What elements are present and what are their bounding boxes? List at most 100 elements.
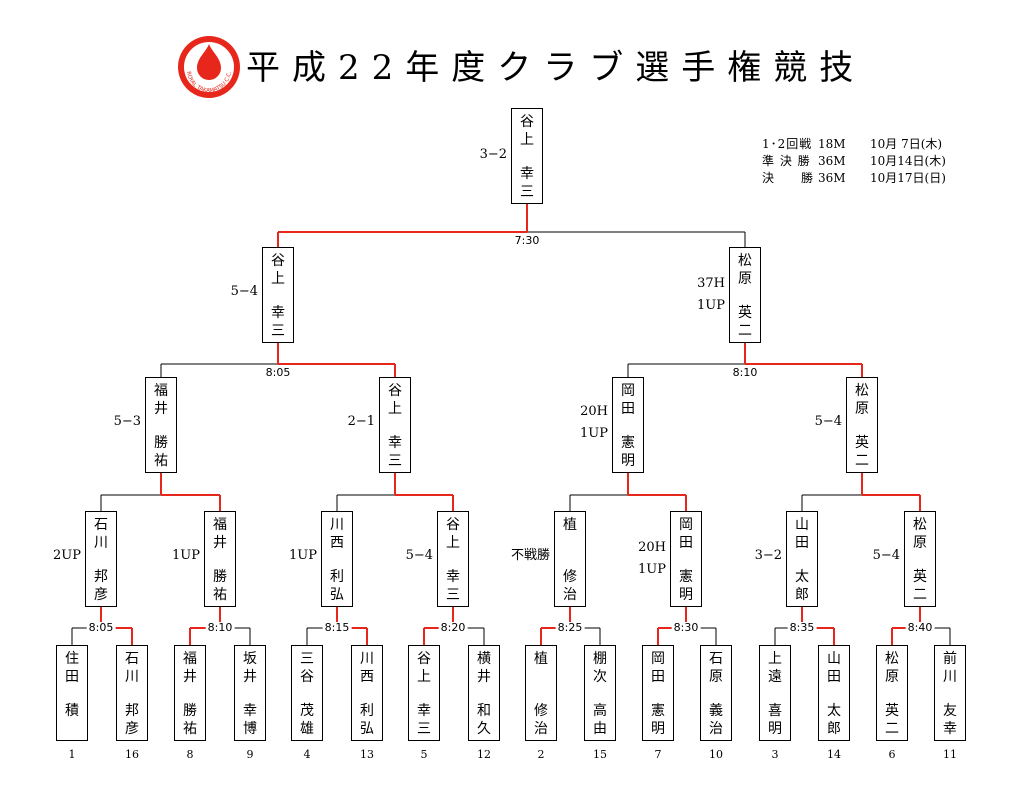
- schedule-date: 10月14日(木): [870, 154, 946, 168]
- seed-number: 12: [477, 748, 491, 761]
- given-name-char: 郎: [795, 587, 809, 603]
- family-name-char: 川: [125, 669, 139, 685]
- match-score: 2−1: [348, 413, 375, 431]
- family-name-char: 井: [183, 669, 197, 685]
- schedule-round: 決 勝: [762, 171, 815, 185]
- family-name-char: 西: [330, 535, 344, 551]
- match-score: 5−4: [406, 547, 433, 565]
- given-name-char: 幸: [243, 703, 257, 719]
- family-name-char: 田: [795, 535, 809, 551]
- tee-time: 8:35: [787, 621, 817, 634]
- score-line: 2UP: [53, 548, 81, 563]
- family-name-char: 井: [243, 669, 257, 685]
- player-box-quarterfinal: 岡田憲明: [670, 511, 702, 607]
- given-name-char: 修: [534, 703, 548, 719]
- schedule-holes: 36M: [818, 154, 846, 168]
- given-name-char: 祐: [154, 453, 168, 469]
- score-line: 37H: [697, 276, 725, 291]
- given-name-char: 二: [885, 721, 899, 737]
- player-box-semifinal: 松原英二: [846, 377, 878, 473]
- given-name-char: 三: [520, 184, 534, 200]
- score-line: 20H: [638, 540, 666, 555]
- seed-number: 13: [360, 748, 374, 761]
- family-name-char: 上: [768, 651, 782, 667]
- player-box-round1: 坂井幸博: [234, 645, 266, 741]
- given-name-char: 幸: [271, 305, 285, 321]
- schedule-round: 準 決 勝: [762, 154, 811, 168]
- tee-time: 8:25: [555, 621, 585, 634]
- family-name-char: 田: [621, 401, 635, 417]
- family-name-char: 石: [125, 651, 139, 667]
- given-name-char: 太: [795, 569, 809, 585]
- match-score: 1UP: [289, 547, 317, 565]
- seed-number: 8: [186, 748, 194, 761]
- player-box-quarterfinal: 谷上幸三: [437, 511, 469, 607]
- match-score: 5−3: [114, 413, 141, 431]
- family-name-char: 原: [855, 401, 869, 417]
- given-name-char: 幸: [520, 166, 534, 182]
- tee-time: 8:05: [263, 366, 293, 379]
- given-name-char: 義: [709, 703, 723, 719]
- score-line: 5−4: [814, 414, 842, 429]
- schedule-holes: 18M: [818, 137, 846, 151]
- score-line: 1UP: [289, 548, 317, 563]
- seed-number: 2: [537, 748, 545, 761]
- seed-number: 11: [943, 748, 957, 761]
- family-name-char: 三: [300, 651, 314, 667]
- given-name-char: 憲: [621, 435, 635, 451]
- given-name-char: 弘: [360, 721, 374, 737]
- family-name-char: 原: [709, 669, 723, 685]
- player-box-round1: 川西利弘: [351, 645, 383, 741]
- given-name-char: 明: [768, 721, 782, 737]
- player-box-round1: 福井勝祐: [174, 645, 206, 741]
- score-line: 5−4: [230, 284, 258, 299]
- seed-number: 3: [771, 748, 779, 761]
- seed-number: 6: [888, 748, 896, 761]
- match-score: 不戦勝: [511, 547, 550, 565]
- given-name-char: 彦: [125, 721, 139, 737]
- tee-time: 8:10: [205, 621, 235, 634]
- seed-number: 7: [654, 748, 662, 761]
- player-box-round1: 横井和久: [468, 645, 500, 741]
- given-name-char: 郎: [827, 721, 841, 737]
- family-name-char: 遠: [768, 669, 782, 685]
- given-name-char: 博: [243, 721, 257, 737]
- family-name-char: 横: [477, 651, 491, 667]
- given-name-char: 三: [446, 587, 460, 603]
- family-name-char: 谷: [417, 651, 431, 667]
- schedule-round: 1･2回戦: [762, 137, 813, 151]
- given-name-char: 三: [417, 721, 431, 737]
- family-name-char: 松: [913, 517, 927, 533]
- seed-number: 1: [68, 748, 76, 761]
- given-name-char: 英: [738, 305, 752, 321]
- given-name-char: 二: [913, 587, 927, 603]
- family-name-char: 福: [183, 651, 197, 667]
- family-name-char: 上: [271, 271, 285, 287]
- score-line: 1UP: [638, 562, 666, 577]
- seed-number: 15: [593, 748, 607, 761]
- seed-number: 16: [125, 748, 139, 761]
- given-name-char: 弘: [330, 587, 344, 603]
- seed-number: 4: [303, 748, 311, 761]
- player-box-round1: 松原英二: [876, 645, 908, 741]
- player-box-round1: 上遠喜明: [759, 645, 791, 741]
- tee-time: 8:30: [671, 621, 701, 634]
- given-name-char: 明: [679, 587, 693, 603]
- given-name-char: 彦: [94, 587, 108, 603]
- family-name-char: 谷: [271, 253, 285, 269]
- family-name-char: 岡: [679, 517, 693, 533]
- given-name-char: 邦: [94, 569, 108, 585]
- player-box-quarterfinal: 山田太郎: [786, 511, 818, 607]
- given-name-char: 友: [943, 703, 957, 719]
- given-name-char: 勝: [213, 569, 227, 585]
- club-logo: ROYAL TAKAMATSU C.C.: [176, 34, 242, 100]
- family-name-char: 松: [738, 253, 752, 269]
- player-box-final: 谷上幸三: [262, 247, 294, 343]
- player-box-round1: 住田積: [56, 645, 88, 741]
- family-name-char: 松: [885, 651, 899, 667]
- match-score: 3−2: [755, 547, 782, 565]
- schedule-date: 10月 7日(木): [870, 137, 943, 151]
